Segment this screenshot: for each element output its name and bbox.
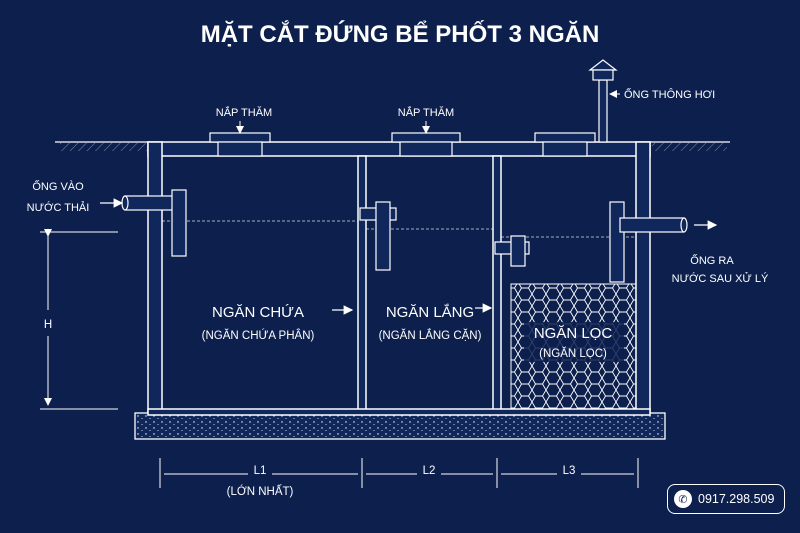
transfer-pipe-1 bbox=[359, 201, 397, 271]
outlet-label-line1: ỐNG RA bbox=[690, 253, 734, 267]
page-title: MẶT CẮT ĐỨNG BỂ PHỐT 3 NGĂN bbox=[201, 20, 600, 48]
l1-label-bg bbox=[248, 462, 272, 478]
height-dimension bbox=[40, 229, 118, 410]
manhole-label-2: NẮP THĂM bbox=[398, 106, 454, 119]
chamber-1-name: NGĂN CHỨA bbox=[212, 304, 304, 321]
flow-arrows bbox=[100, 198, 718, 315]
dimension-l1: L1 bbox=[254, 465, 267, 477]
water-levels bbox=[162, 220, 636, 238]
dimension-l1-note: (LỚN NHẤT) bbox=[227, 485, 294, 498]
ground-hatch-right bbox=[652, 143, 727, 151]
l2-label-bg bbox=[417, 462, 441, 478]
dimension-l3: L3 bbox=[563, 465, 576, 477]
manhole-covers bbox=[209, 132, 596, 157]
height-label: H bbox=[44, 319, 52, 331]
chamber-3-sub: (NGĂN LỌC) bbox=[539, 347, 607, 360]
manhole-label-1: NẮP THĂM bbox=[216, 106, 272, 119]
ground-hatch-left bbox=[60, 143, 148, 151]
inlet-label-line1: ỐNG VÀO bbox=[32, 179, 84, 193]
outlet-pipe bbox=[609, 201, 688, 283]
vent-label: ỐNG THÔNG HƠI bbox=[624, 87, 715, 101]
phone-number: 0917.298.509 bbox=[698, 492, 775, 506]
phone-contact-badge[interactable]: ✆ 0917.298.509 bbox=[667, 484, 785, 514]
chamber-3-name: NGĂN LỌC bbox=[534, 325, 613, 342]
chamber-2-name: NGĂN LẮNG bbox=[386, 303, 474, 321]
dimension-l2: L2 bbox=[423, 465, 436, 477]
chamber-2-sub: (NGĂN LẮNG CẶN) bbox=[379, 329, 482, 342]
chamber-3-label-bg bbox=[524, 322, 624, 362]
outlet-label-line2: NƯỚC SAU XỬ LÝ bbox=[672, 272, 769, 285]
inlet-pipe bbox=[121, 189, 187, 257]
l3-label-bg bbox=[557, 462, 581, 478]
transfer-pipe-2 bbox=[494, 235, 530, 267]
foundation-texture bbox=[136, 414, 664, 438]
phone-icon: ✆ bbox=[674, 490, 692, 508]
chamber-1-sub: (NGĂN CHỨA PHÂN) bbox=[202, 329, 315, 342]
vent-pipe bbox=[588, 59, 618, 143]
inlet-label-line2: NƯỚC THẢI bbox=[27, 201, 90, 214]
